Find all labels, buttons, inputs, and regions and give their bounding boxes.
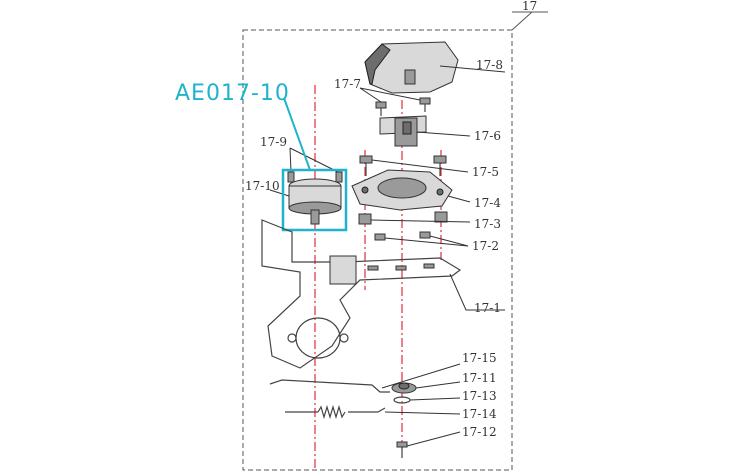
label-17-9: 17-9 <box>260 135 287 149</box>
callout-leader <box>283 97 311 171</box>
part-17-15-rod <box>269 363 461 393</box>
part-17-1-bracket <box>261 219 505 369</box>
part-17-14-spring <box>285 404 461 420</box>
assembly-frame <box>242 11 548 471</box>
part-17-8-cover <box>364 41 506 94</box>
label-17-2: 17-2 <box>472 239 499 253</box>
label-17-11: 17-11 <box>462 371 497 385</box>
callout-part-number: AE017-10 <box>175 81 290 106</box>
part-17-4-base <box>351 169 471 211</box>
label-17-10: 17-10 <box>245 179 280 193</box>
label-17-15: 17-15 <box>462 351 497 365</box>
group-label: 17 <box>522 0 537 13</box>
label-17-6: 17-6 <box>474 129 501 143</box>
label-17-4: 17-4 <box>474 196 501 210</box>
label-17-13: 17-13 <box>462 389 497 403</box>
part-17-13-washer <box>393 396 461 404</box>
part-17-2-nuts <box>374 231 469 247</box>
label-17-14: 17-14 <box>462 407 497 421</box>
part-17-3-spacers <box>358 211 471 225</box>
part-17-10-thermostat <box>269 147 343 225</box>
part-17-6-switch <box>379 115 471 147</box>
highlight-box <box>281 168 348 232</box>
label-17-8: 17-8 <box>476 58 503 72</box>
label-17-1: 17-1 <box>474 301 501 315</box>
part-17-5-bolts <box>359 155 469 176</box>
part-17-11-cam <box>391 381 461 394</box>
label-17-7: 17-7 <box>334 77 361 91</box>
label-17-3: 17-3 <box>474 217 501 231</box>
label-17-12: 17-12 <box>462 425 497 439</box>
part-17-12-screw <box>396 431 461 458</box>
label-17-5: 17-5 <box>472 165 499 179</box>
part-17-7-screws <box>359 87 431 116</box>
